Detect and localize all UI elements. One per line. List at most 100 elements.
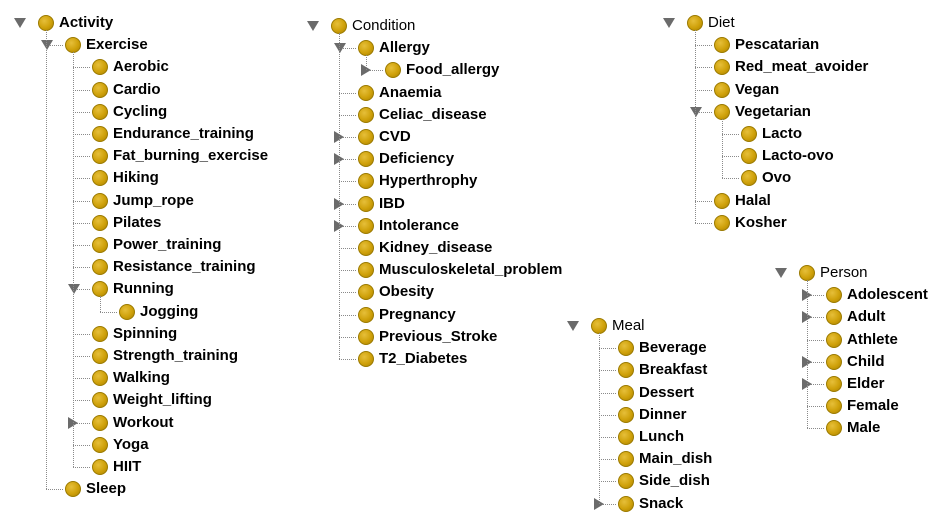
class-label: Food_allergy <box>406 61 500 79</box>
class-label: Beverage <box>639 339 707 357</box>
class-label: Resistance_training <box>113 258 256 276</box>
class-circle-icon <box>92 59 108 76</box>
tree-guide-horizontal <box>366 70 383 72</box>
tree-guide-vertical <box>46 30 47 490</box>
class-label: Hyperthrophy <box>379 172 478 190</box>
class-circle-icon <box>826 376 842 392</box>
tree-guide-horizontal <box>339 270 356 272</box>
tree-guide-horizontal <box>73 467 90 468</box>
class-circle-icon <box>799 265 815 281</box>
tree-guide-horizontal <box>73 444 90 446</box>
class-circle-icon <box>385 62 401 79</box>
class-circle-icon <box>358 106 374 123</box>
tree-guide-horizontal <box>73 245 90 246</box>
class-circle-icon <box>358 328 374 345</box>
class-circle-icon <box>92 214 108 231</box>
class-circle-icon <box>826 331 842 348</box>
class-circle-icon <box>687 15 703 31</box>
expanded-arrow-icon[interactable] <box>68 284 80 295</box>
class-circle-icon <box>358 217 374 234</box>
tree-guide-horizontal <box>695 200 712 202</box>
tree-guide-horizontal <box>339 292 356 294</box>
class-label: Exercise <box>86 36 148 54</box>
class-label: Kosher <box>735 213 787 231</box>
class-label: Workout <box>113 413 174 431</box>
tree-guide-horizontal <box>73 134 90 135</box>
class-circle-icon <box>826 353 842 370</box>
tree-guide-horizontal <box>599 503 616 505</box>
class-label: Power_training <box>113 236 222 253</box>
class-circle-icon <box>618 495 634 512</box>
tree-guide-horizontal <box>807 406 824 408</box>
tree-guide-horizontal <box>807 384 824 385</box>
tree-guide-horizontal <box>695 67 712 69</box>
class-label: Fat_burning_exercise <box>113 147 269 165</box>
tree-guide-horizontal <box>73 89 90 91</box>
class-circle-icon <box>358 351 374 367</box>
class-circle-icon <box>358 262 374 279</box>
tree-guide-horizontal <box>599 437 616 438</box>
class-label: Sleep <box>86 480 127 498</box>
class-circle-icon <box>826 287 842 304</box>
tree-guide-horizontal <box>722 156 739 158</box>
tree-guide-horizontal <box>599 348 616 350</box>
tree-guide-horizontal <box>73 400 90 402</box>
class-circle-icon <box>358 284 374 301</box>
class-label: Walking <box>113 369 170 387</box>
expanded-arrow-icon[interactable] <box>307 21 319 31</box>
tree-guide-horizontal <box>73 111 90 113</box>
expanded-arrow-icon[interactable] <box>41 40 53 51</box>
collapsed-arrow-icon[interactable] <box>594 497 604 510</box>
class-label: Condition <box>352 17 416 34</box>
class-circle-icon <box>714 37 730 54</box>
class-circle-icon <box>618 473 634 490</box>
class-circle-icon <box>714 59 730 76</box>
expanded-arrow-icon[interactable] <box>775 268 787 278</box>
class-label: Side_dish <box>639 472 710 490</box>
class-label: Jump_rope <box>113 191 194 209</box>
class-circle-icon <box>119 303 135 320</box>
class-label: Weight_lifting <box>113 391 212 409</box>
class-circle-icon <box>92 459 108 475</box>
class-circle-icon <box>38 15 54 31</box>
tree-guide-horizontal <box>599 392 616 394</box>
class-circle-icon <box>618 362 634 379</box>
class-label: Anaemia <box>379 83 442 101</box>
class-circle-icon <box>358 84 374 101</box>
class-label: CVD <box>379 128 411 145</box>
class-label: Aerobic <box>113 58 169 76</box>
class-label: T2_Diabetes <box>379 350 468 367</box>
collapsed-arrow-icon[interactable] <box>361 64 371 77</box>
expanded-arrow-icon[interactable] <box>334 43 346 54</box>
class-label: Cycling <box>113 102 168 120</box>
tree-guide-horizontal <box>339 336 356 338</box>
expanded-arrow-icon[interactable] <box>690 106 702 117</box>
class-circle-icon <box>826 420 842 437</box>
class-label: Lunch <box>639 428 684 445</box>
tree-guide-horizontal <box>339 114 356 116</box>
class-circle-icon <box>92 170 108 187</box>
class-circle-icon <box>358 129 374 145</box>
tree-guide-horizontal <box>695 111 712 113</box>
class-label: Main_dish <box>639 450 713 468</box>
class-circle-icon <box>65 481 81 498</box>
class-circle-icon <box>331 18 347 34</box>
class-circle-icon <box>92 436 108 453</box>
tree-guide-horizontal <box>339 48 356 50</box>
expanded-arrow-icon[interactable] <box>14 18 26 28</box>
class-label: Lacto-ovo <box>762 147 834 165</box>
tree-guide-vertical <box>599 333 600 504</box>
expanded-arrow-icon[interactable] <box>663 18 675 28</box>
tree-guide-horizontal <box>339 92 356 94</box>
class-label: Running <box>113 280 174 298</box>
class-circle-icon <box>714 192 730 209</box>
tree-guide-vertical <box>339 33 340 359</box>
class-circle-icon <box>358 240 374 256</box>
tree-guide-vertical <box>73 52 74 467</box>
class-label: Pescatarian <box>735 36 820 54</box>
expanded-arrow-icon[interactable] <box>567 321 579 331</box>
tree-guide-horizontal <box>339 248 356 249</box>
tree-guide-horizontal <box>73 67 90 69</box>
tree-guide-horizontal <box>73 289 90 291</box>
class-label: Yoga <box>113 435 149 453</box>
